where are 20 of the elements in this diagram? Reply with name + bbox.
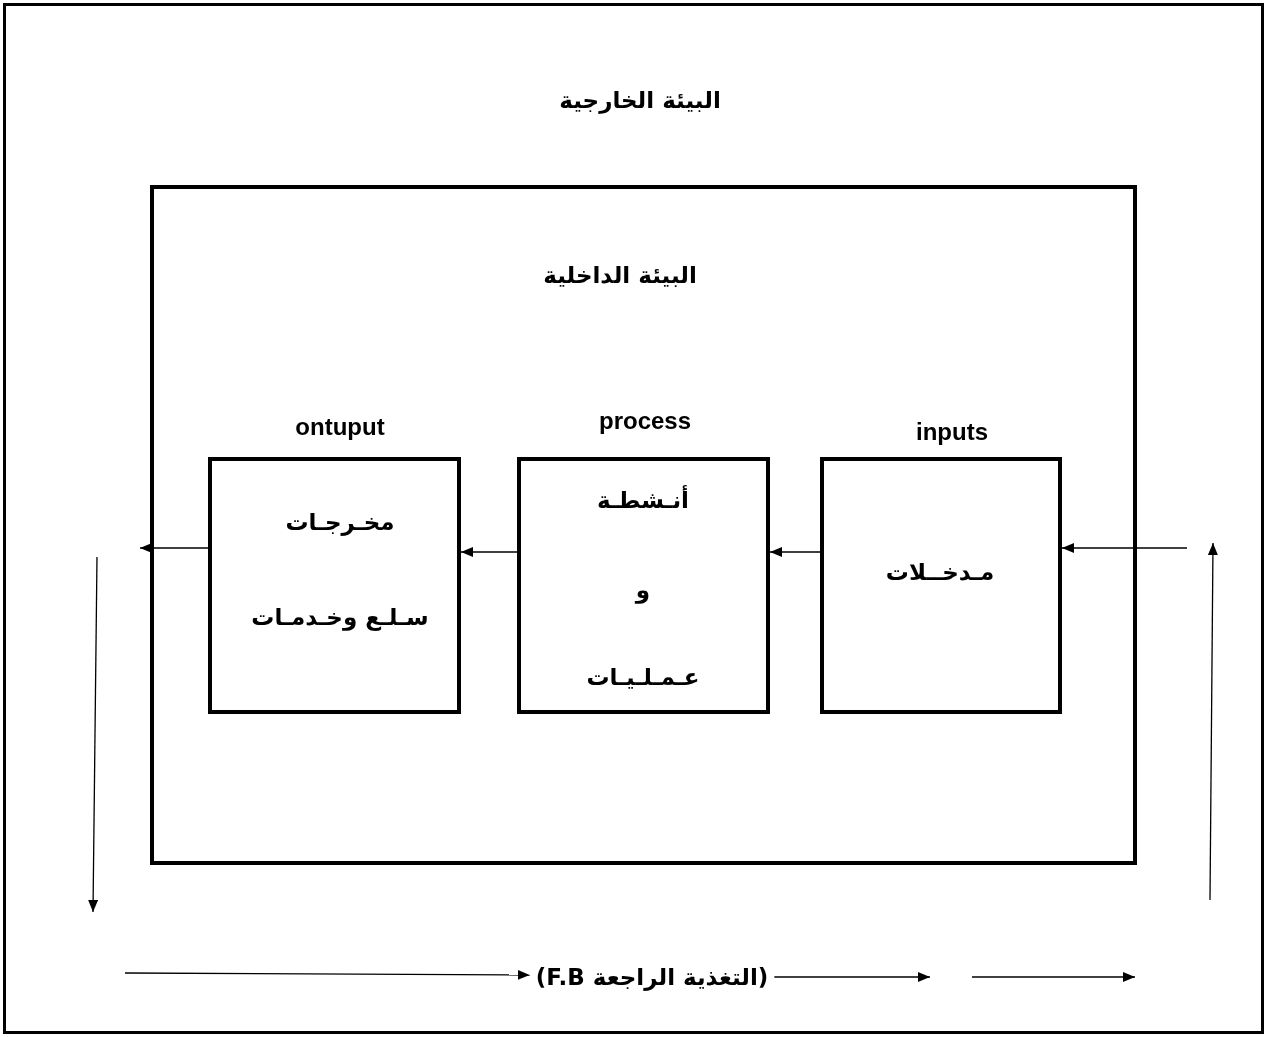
box-text: سـلـع وخـدمـات [251, 603, 429, 631]
heading: البيئة الداخلية [543, 261, 697, 289]
box-heading: process [598, 407, 692, 435]
frame [3, 3, 1264, 1034]
box-text: أنـشطـة [597, 486, 689, 514]
box-heading: inputs [916, 418, 988, 446]
arrow [1061, 543, 1188, 553]
arrow [460, 547, 518, 557]
inner-box [150, 185, 1137, 865]
heading: البيئة الخارجية [559, 86, 721, 114]
arrow [769, 547, 821, 557]
box-text: و [635, 576, 651, 604]
arrow [139, 543, 209, 553]
box-text: مخـرجـات [285, 508, 395, 536]
box-text: مـدخــلات [885, 558, 995, 586]
box-text: عـمـلـيـات [586, 663, 700, 691]
feedback-label: (التغذية الراجعة F.B) [529, 961, 775, 993]
arrow [773, 972, 931, 982]
arrow [124, 969, 531, 980]
box-heading: ontuput [295, 413, 385, 441]
